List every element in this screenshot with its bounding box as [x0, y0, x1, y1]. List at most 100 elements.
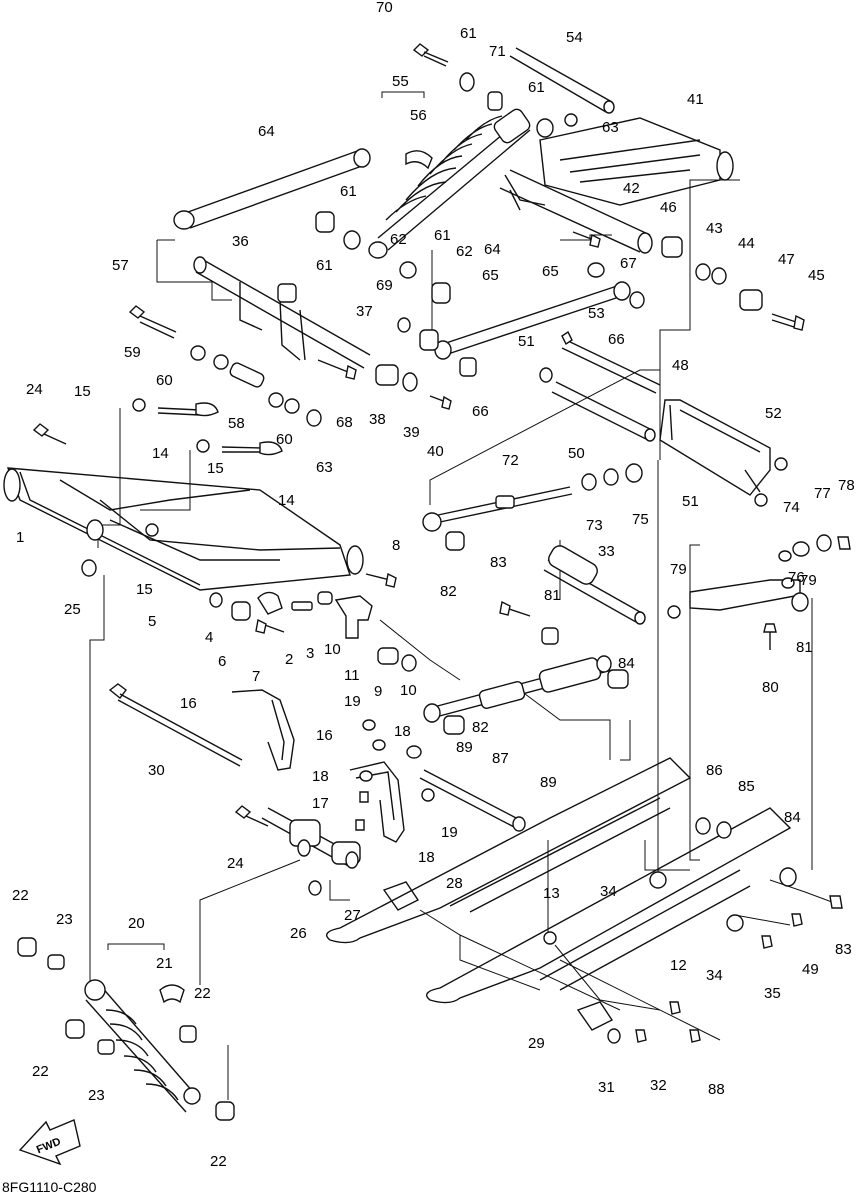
part-number-label: 45 [808, 267, 825, 284]
washer-60 [213, 354, 229, 370]
part-number-label: 63 [316, 459, 333, 476]
part-number-label: 31 [598, 1079, 615, 1096]
part-number-label: 22 [12, 887, 29, 904]
washer-34b [726, 914, 744, 932]
part-number-label: 89 [540, 774, 557, 791]
part-number-label: 19 [344, 693, 361, 710]
part-number-label: 64 [484, 241, 501, 258]
bolt-83b [829, 895, 843, 909]
bolt-14b [221, 441, 283, 456]
bracket-29 [576, 1001, 614, 1031]
part-number-label: 60 [276, 431, 293, 448]
bolt-57 [128, 305, 177, 339]
bolt-30 [108, 683, 243, 767]
part-number-label: 82 [440, 583, 457, 600]
bush-23 [47, 954, 65, 970]
bolt-68 [317, 359, 357, 380]
washer-44 [711, 267, 727, 285]
bush-66 [629, 291, 645, 309]
part-number-label: 86 [706, 762, 723, 779]
part-number-label: 38 [369, 411, 386, 428]
part-number-label: 18 [394, 723, 411, 740]
part-number-label: 79 [800, 572, 817, 589]
bolt-49 [791, 913, 803, 927]
nut-79 [667, 605, 681, 619]
bolt-35 [761, 935, 773, 949]
spacer-58 [229, 362, 265, 388]
part-number-label: 63 [602, 119, 619, 136]
part-number-label: 50 [568, 445, 585, 462]
part-number-label: 87 [492, 750, 509, 767]
part-number-label: 76 [788, 569, 805, 586]
part-number-label: 84 [784, 809, 801, 826]
nut-25 [81, 559, 97, 577]
part-number-label: 5 [148, 613, 156, 630]
nut-15 [132, 398, 146, 412]
part-number-label: 67 [620, 255, 637, 272]
bush-84b [779, 867, 797, 887]
rod-53 [561, 330, 661, 394]
part-number-label: 27 [344, 907, 361, 924]
part-number-label: 58 [228, 415, 245, 432]
bolt-67 [572, 231, 601, 248]
part-number-label: 44 [738, 235, 755, 252]
part-number-label: 32 [650, 1077, 667, 1094]
bush-62 [315, 211, 335, 233]
nut-26 [308, 880, 322, 896]
rod-72 [422, 486, 573, 532]
part-number-label: 19 [441, 824, 458, 841]
part-number-label: 6 [218, 653, 226, 670]
part-number-label: 36 [232, 233, 249, 250]
part-number-label: 47 [778, 251, 795, 268]
part-number-label: 72 [502, 452, 519, 469]
pin-3 [291, 601, 313, 611]
part-number-label: 7 [252, 668, 260, 685]
bush-81b [791, 592, 809, 612]
nut-18b [359, 770, 373, 782]
bolt-32 [635, 1029, 647, 1043]
bracket-16 [231, 689, 295, 771]
washer-34 [649, 871, 667, 889]
nut-79b [778, 550, 792, 562]
part-number-label: 89 [456, 739, 473, 756]
collar-47 [739, 289, 763, 311]
part-number-label: 15 [136, 581, 153, 598]
part-number-label: 60 [156, 372, 173, 389]
bolt-45 [771, 313, 805, 331]
bush-6 [231, 601, 251, 621]
part-number-label: 61 [460, 25, 477, 42]
part-number-label: 10 [324, 641, 341, 658]
bracket-48 [659, 399, 771, 496]
part-number-label: 22 [210, 1153, 227, 1170]
washer-85 [716, 821, 732, 839]
part-number-label: 30 [148, 762, 165, 779]
bolt-24 [32, 423, 67, 445]
part-number-label: 42 [623, 180, 640, 197]
bush-22b [179, 1025, 197, 1043]
part-number-label: 49 [802, 961, 819, 978]
part-number-label: 79 [670, 561, 687, 578]
parts [3, 43, 851, 1121]
nut-52 [774, 457, 788, 471]
part-number-label: 78 [838, 477, 855, 494]
part-number-label: 62 [456, 243, 473, 260]
bush-22 [17, 937, 37, 957]
nut-61 [459, 72, 475, 92]
part-number-label: 24 [227, 855, 244, 872]
washer-39 [402, 372, 418, 392]
part-number-label: 16 [180, 695, 197, 712]
part-number-label: 85 [738, 778, 755, 795]
part-number-label: 9 [374, 683, 382, 700]
grouping-lines [89, 179, 841, 1100]
bolt-70 [412, 43, 449, 67]
frame-1 [3, 467, 364, 591]
part-number-label: 77 [814, 485, 831, 502]
bush-62b [431, 282, 451, 304]
part-number-label: 62 [390, 231, 407, 248]
part-number-label: 55 [392, 73, 409, 90]
bush-82b [443, 715, 465, 735]
part-number-label: 23 [56, 911, 73, 928]
nut-31 [607, 1028, 621, 1044]
forward-arrow-icon: FWD [18, 1119, 81, 1166]
